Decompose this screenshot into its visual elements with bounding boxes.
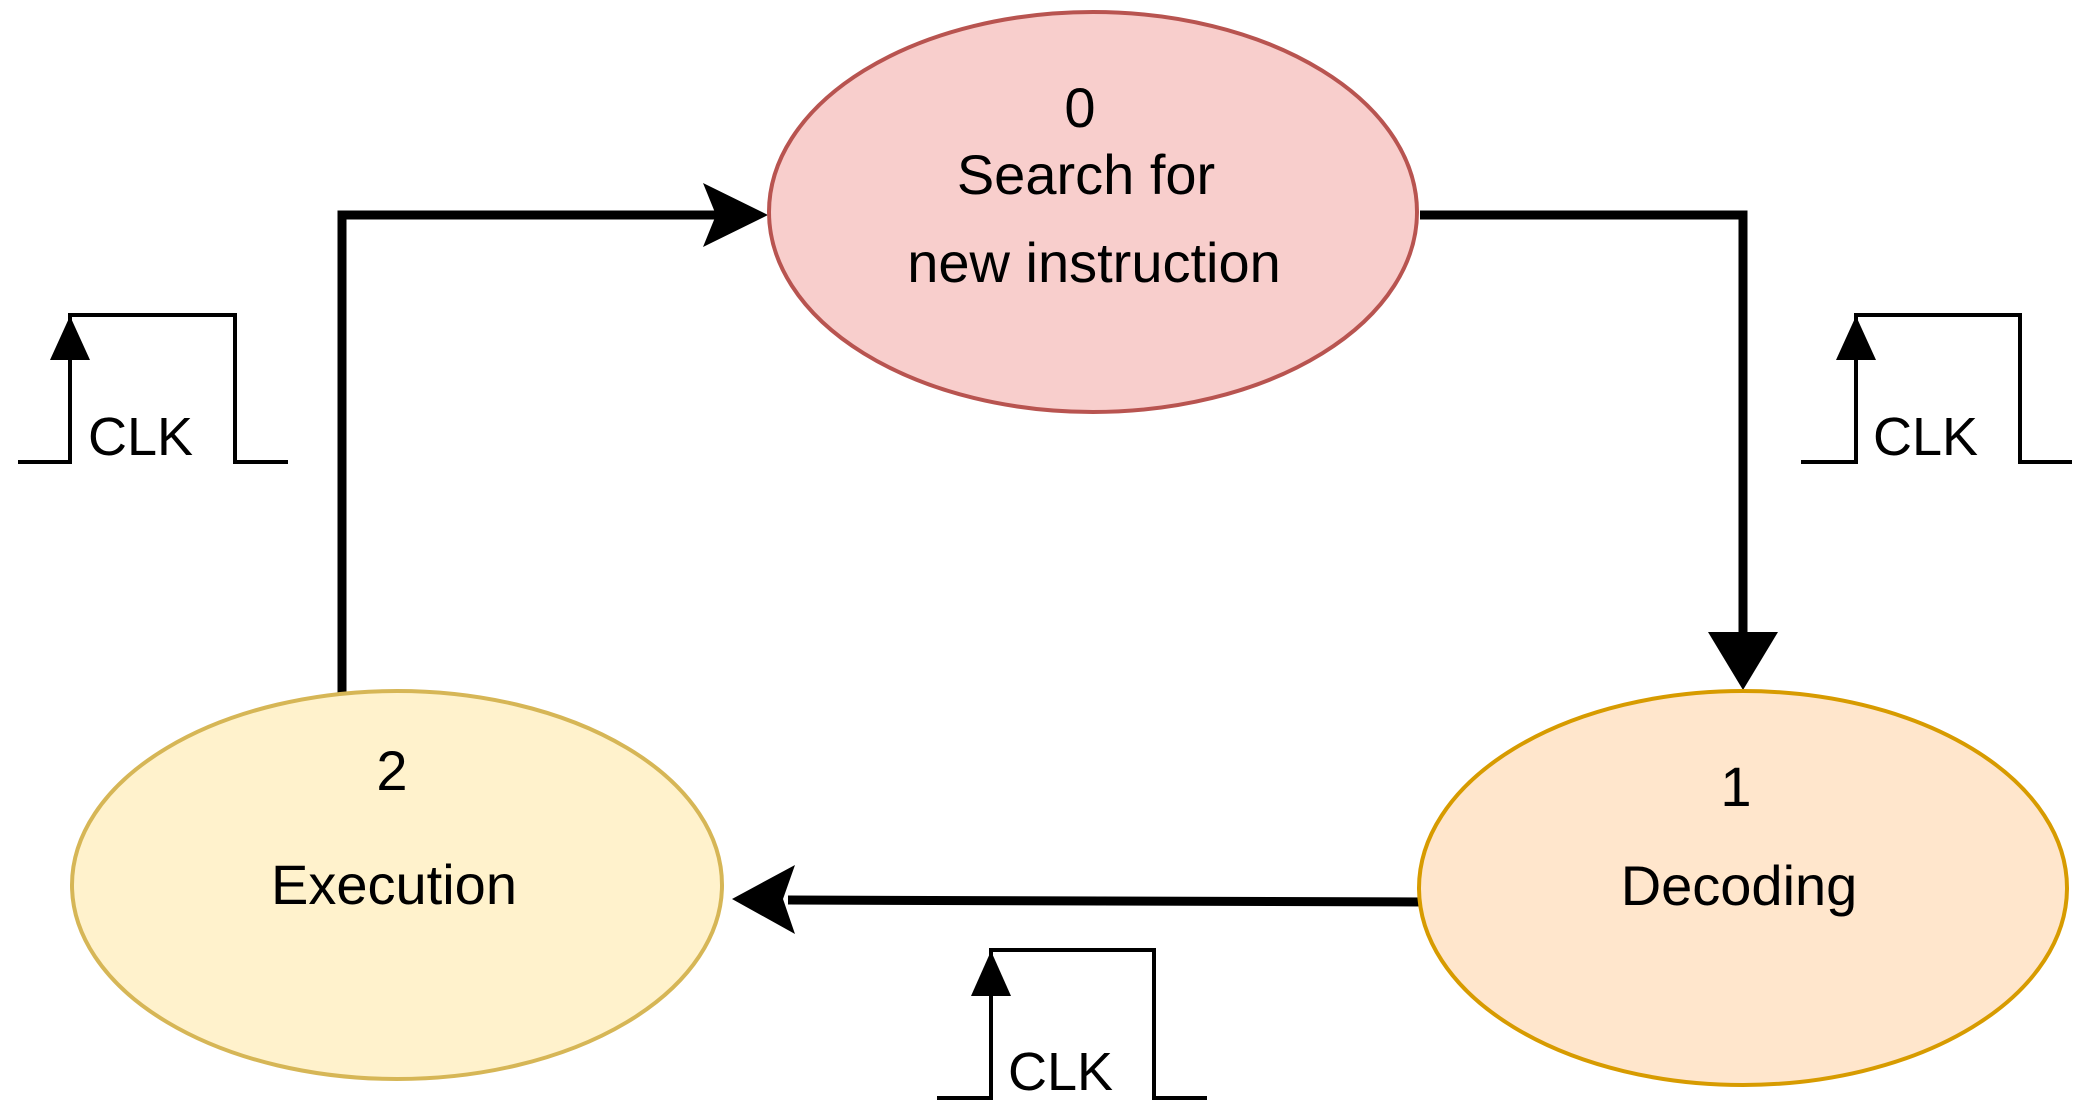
- clk-label-left: CLK: [88, 407, 193, 467]
- state-1-number: 1: [1720, 755, 1751, 818]
- arrowhead-1-to-2: [732, 865, 795, 934]
- arrowhead-0-to-1: [1708, 632, 1778, 690]
- state-1-node: 1 Decoding: [1417, 689, 2069, 1087]
- state-2-number: 2: [376, 739, 407, 802]
- state-0-label-line-1: Search for: [957, 143, 1215, 206]
- clk-symbol-bottom: CLK: [937, 948, 1207, 1102]
- clk-rising-edge-arrowhead-right: [1836, 316, 1876, 360]
- clk-waveform-bottom: [937, 948, 1207, 1100]
- state-0-number: 0: [1064, 76, 1095, 139]
- state-1-ellipse: [1417, 689, 2069, 1087]
- clk-waveform-left: [18, 313, 288, 464]
- state-0-ellipse: [767, 10, 1419, 414]
- clk-rising-edge-arrowhead-bottom: [971, 951, 1011, 996]
- arrowhead-2-to-0: [703, 183, 768, 247]
- clk-label-bottom: CLK: [1008, 1042, 1113, 1102]
- clk-waveform-right: [1801, 313, 2072, 464]
- transition-2-to-0: [337, 210, 718, 693]
- transition-1-to-2: [787, 895, 1425, 907]
- state-2-ellipse: [70, 689, 724, 1081]
- state-0-node: 0 Search for new instruction: [767, 10, 1419, 414]
- transition-0-to-1: [1420, 210, 1748, 640]
- clk-symbol-left: CLK: [18, 313, 288, 467]
- clk-symbol-right: CLK: [1801, 313, 2072, 467]
- state-1-label: Decoding: [1621, 854, 1858, 917]
- state-2-node: 2 Execution: [70, 689, 724, 1081]
- state-0-label-line-2: new instruction: [907, 231, 1281, 294]
- state-2-label: Execution: [271, 853, 517, 916]
- clk-rising-edge-arrowhead-left: [50, 316, 90, 360]
- clk-label-right: CLK: [1873, 407, 1978, 467]
